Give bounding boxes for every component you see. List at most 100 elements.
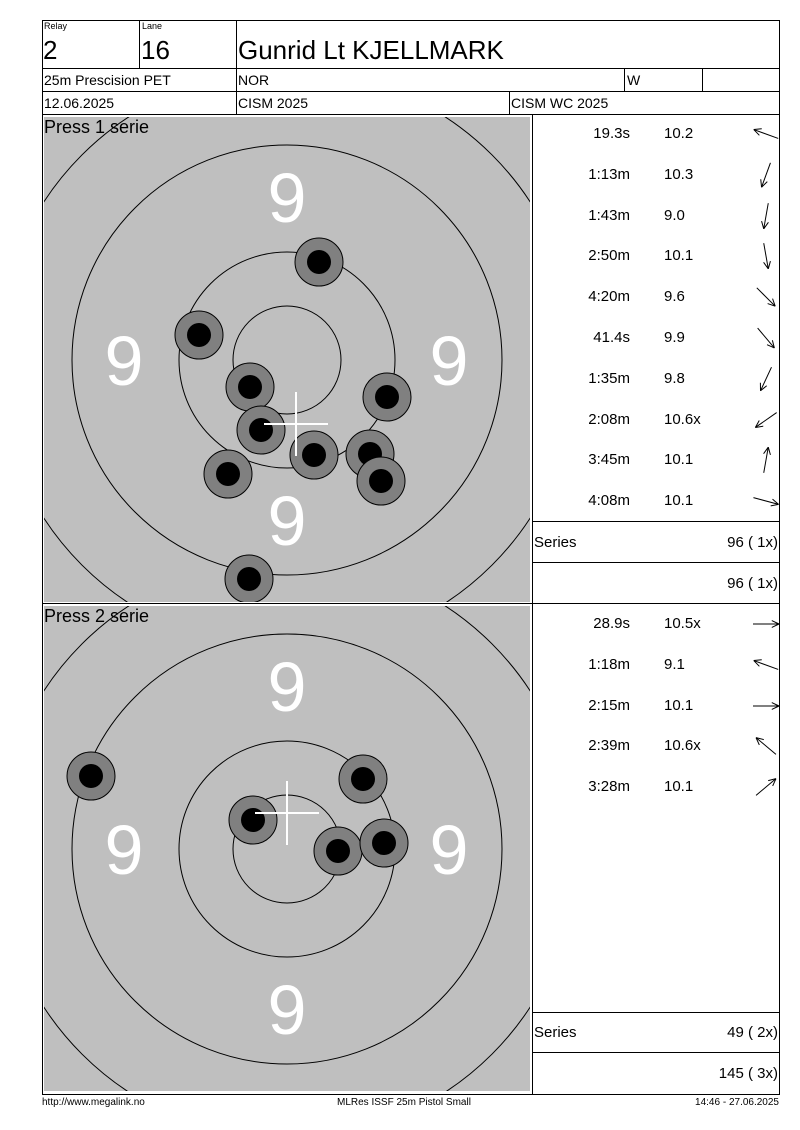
divider (702, 69, 703, 92)
shot-time: 2:08m (588, 410, 630, 428)
shot-center (307, 250, 331, 274)
shot-center (249, 418, 273, 442)
target-ring (71, 633, 503, 1065)
divider (532, 1012, 780, 1013)
divider (42, 114, 780, 115)
shot-center (372, 831, 396, 855)
divider (139, 20, 140, 69)
shot-center (187, 323, 211, 347)
shot-direction-arrow-icon (760, 162, 771, 188)
ring-number: 9 (268, 159, 307, 237)
shot-row: 41.4s 9.9 (540, 327, 780, 349)
series-title: Press 1 serie (44, 117, 150, 137)
divider (42, 68, 780, 69)
shot-score: 10.1 (664, 696, 694, 714)
shot-score: 10.3 (664, 165, 694, 183)
shot-score: 10.6x (664, 737, 701, 755)
shot-score: 9.6 (664, 288, 685, 306)
shot-direction-arrow-icon (755, 778, 777, 796)
target-ring (232, 305, 342, 415)
shot-score: 10.5x (664, 615, 701, 632)
shot-direction-arrow-icon (753, 497, 779, 507)
nation: NOR (238, 72, 270, 88)
relay-value: 2 (43, 35, 58, 65)
running-total: 145 ( 3x) (718, 1065, 778, 1082)
shot-center (79, 764, 103, 788)
lane-label: Lane (142, 21, 163, 31)
lane-value: 16 (141, 35, 170, 65)
shot-time: 19.3s (593, 125, 630, 142)
ring-number: 9 (430, 322, 469, 400)
shot-score: 9.8 (664, 369, 685, 387)
shot-center (302, 443, 326, 467)
shot-center (369, 469, 393, 493)
shot-direction-arrow-icon (753, 659, 779, 670)
shot-score: 10.2 (664, 125, 694, 142)
shot-center (375, 385, 399, 409)
shot-center (351, 767, 375, 791)
shot-score: 10.1 (664, 451, 694, 469)
shooter-name: Gunrid Lt KJELLMARK (238, 35, 504, 65)
gender: W (627, 72, 641, 88)
series-total: 96 ( 1x) (727, 534, 778, 551)
shot-row: 1:35m 9.8 (540, 366, 780, 391)
match-name: CISM WC 2025 (511, 95, 609, 111)
divider (532, 114, 533, 604)
shot-score: 9.1 (664, 655, 685, 673)
ring-number: 9 (268, 648, 307, 726)
divider (236, 20, 237, 114)
divider (42, 91, 780, 92)
ring-number: 9 (268, 971, 307, 1049)
shot-score: 10.1 (664, 247, 694, 265)
shot-time: 1:13m (588, 165, 630, 183)
ring-number: 9 (105, 811, 144, 889)
result-card (42, 20, 780, 1095)
shot-center (237, 567, 261, 591)
footer-software: MLRes ISSF 25m Pistol Small (337, 1097, 471, 1108)
target-ring (178, 251, 396, 469)
divider (42, 603, 780, 604)
target-series-1: Press 1 serie 9 9 9 9 (44, 117, 530, 602)
target-ring (71, 144, 503, 576)
shot-row: 3:28m 10.1 (540, 778, 780, 798)
divider (532, 562, 780, 563)
divider (532, 603, 533, 1095)
footer-timestamp: 14:46 - 27.06.2025 (695, 1097, 779, 1108)
shot-time: 2:15m (588, 696, 630, 714)
shot-time: 41.4s (593, 329, 630, 346)
shot-time: 3:28m (588, 778, 630, 796)
footer-url[interactable]: http://www.megalink.no (42, 1097, 145, 1108)
shot-time: 1:43m (588, 206, 630, 224)
shot-center (326, 839, 350, 863)
divider (509, 92, 510, 114)
shot-row: 2:08m 10.6x (540, 411, 780, 431)
relay-label: Relay (44, 21, 68, 31)
shot-time: 4:20m (588, 288, 630, 306)
shot-row: 2:15m 10.1 (540, 697, 780, 717)
ring-number: 9 (268, 482, 307, 560)
series-total: 49 ( 2x) (727, 1024, 778, 1041)
shot-time: 4:08m (588, 492, 630, 510)
shot-row: 4:20m 9.6 (540, 287, 780, 308)
shot-direction-arrow-icon (757, 327, 775, 349)
ring-number: 9 (105, 322, 144, 400)
shot-score: 10.1 (664, 778, 694, 796)
divider (532, 1052, 780, 1053)
shot-direction-arrow-icon (763, 447, 771, 474)
shot-direction-arrow-icon (753, 620, 780, 628)
date: 12.06.2025 (44, 95, 115, 111)
shot-time: 1:35m (588, 369, 630, 387)
shot-score: 9.9 (664, 329, 685, 346)
shot-direction-arrow-icon (756, 287, 776, 307)
competition: CISM 2025 (238, 95, 309, 111)
shot-score: 10.6x (664, 410, 701, 428)
